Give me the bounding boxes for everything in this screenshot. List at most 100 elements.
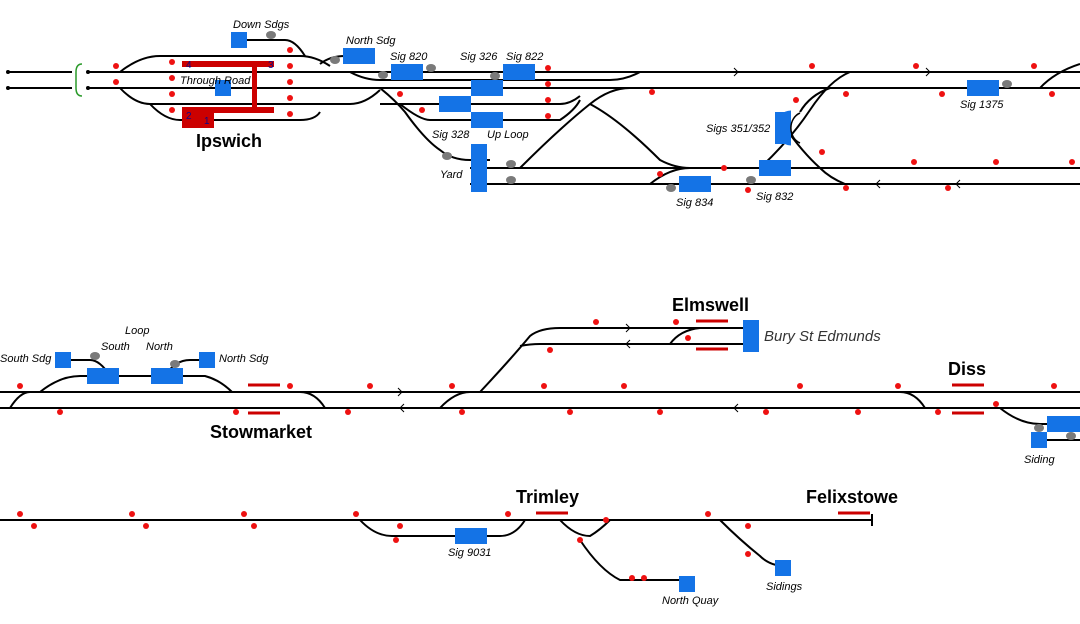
signal[interactable] [809,63,815,69]
points-marker[interactable] [490,72,500,80]
block-north-sdg[interactable] [343,48,375,64]
signal[interactable] [763,409,769,415]
signal[interactable] [241,511,247,517]
block-sig-328[interactable] [439,96,471,112]
points-marker[interactable] [426,64,436,72]
signal[interactable] [545,81,551,87]
block-north-sdg-mid[interactable] [199,352,215,368]
signal[interactable] [541,383,547,389]
signal[interactable] [31,523,37,529]
signal[interactable] [745,551,751,557]
signal[interactable] [393,537,399,543]
block-bury[interactable] [743,320,759,352]
signal[interactable] [577,537,583,543]
signal[interactable] [169,107,175,113]
signal[interactable] [113,79,119,85]
points-marker[interactable] [506,176,516,184]
signal[interactable] [593,319,599,325]
signal[interactable] [855,409,861,415]
points-marker[interactable] [170,360,180,368]
signal[interactable] [287,79,293,85]
block-sig-822[interactable] [503,64,535,80]
signal[interactable] [449,383,455,389]
signal[interactable] [745,523,751,529]
signal[interactable] [913,63,919,69]
block-south-sdg[interactable] [55,352,71,368]
block-south[interactable] [87,368,119,384]
signal[interactable] [993,159,999,165]
block-sig-834[interactable] [679,176,711,192]
block-sig-326[interactable] [471,80,503,96]
signal[interactable] [459,409,465,415]
points-marker[interactable] [746,176,756,184]
signal[interactable] [1051,383,1057,389]
signal[interactable] [505,511,511,517]
signal[interactable] [17,383,23,389]
signal[interactable] [17,511,23,517]
signal[interactable] [993,401,999,407]
signal[interactable] [843,185,849,191]
block-yard[interactable] [471,144,487,192]
signal[interactable] [287,47,293,53]
signal[interactable] [287,111,293,117]
signal[interactable] [251,523,257,529]
block-sidings[interactable] [775,560,791,576]
signal[interactable] [567,409,573,415]
signal[interactable] [287,383,293,389]
signal[interactable] [169,91,175,97]
signal[interactable] [621,383,627,389]
signal[interactable] [169,59,175,65]
signal[interactable] [649,89,655,95]
block-down-sdgs[interactable] [231,32,247,48]
signal[interactable] [545,97,551,103]
signal[interactable] [397,91,403,97]
signal[interactable] [629,575,635,581]
block-north-quay[interactable] [679,576,695,592]
signal[interactable] [673,319,679,325]
signal[interactable] [287,95,293,101]
signal[interactable] [819,149,825,155]
signal[interactable] [895,383,901,389]
signal[interactable] [169,75,175,81]
signal[interactable] [797,383,803,389]
block-siding-a[interactable] [1047,416,1080,432]
block-up-loop[interactable] [471,112,503,128]
points-marker[interactable] [378,71,388,79]
signal[interactable] [1069,159,1075,165]
block-sig-832[interactable] [759,160,791,176]
signal[interactable] [641,575,647,581]
block-siding-b[interactable] [1031,432,1047,448]
signal[interactable] [911,159,917,165]
points-marker[interactable] [266,31,276,39]
points-marker[interactable] [506,160,516,168]
points-marker[interactable] [90,352,100,360]
signal[interactable] [745,187,751,193]
signal[interactable] [843,91,849,97]
points-marker[interactable] [330,56,340,64]
block-through-road[interactable] [215,80,231,96]
signal[interactable] [287,63,293,69]
signal[interactable] [545,113,551,119]
signal[interactable] [353,511,359,517]
signal[interactable] [657,409,663,415]
signal[interactable] [935,409,941,415]
signal[interactable] [1049,91,1055,97]
points-marker[interactable] [1002,80,1012,88]
block-sig-820[interactable] [391,64,423,80]
points-marker[interactable] [666,184,676,192]
signal[interactable] [603,517,609,523]
block-north[interactable] [151,368,183,384]
signal[interactable] [419,107,425,113]
signal[interactable] [545,65,551,71]
signal[interactable] [721,165,727,171]
signal[interactable] [1031,63,1037,69]
signal[interactable] [397,523,403,529]
points-marker[interactable] [1034,424,1044,432]
signal[interactable] [793,97,799,103]
signal[interactable] [547,347,553,353]
signal[interactable] [685,335,691,341]
signal[interactable] [657,171,663,177]
signal[interactable] [233,409,239,415]
signal[interactable] [143,523,149,529]
signal[interactable] [939,91,945,97]
